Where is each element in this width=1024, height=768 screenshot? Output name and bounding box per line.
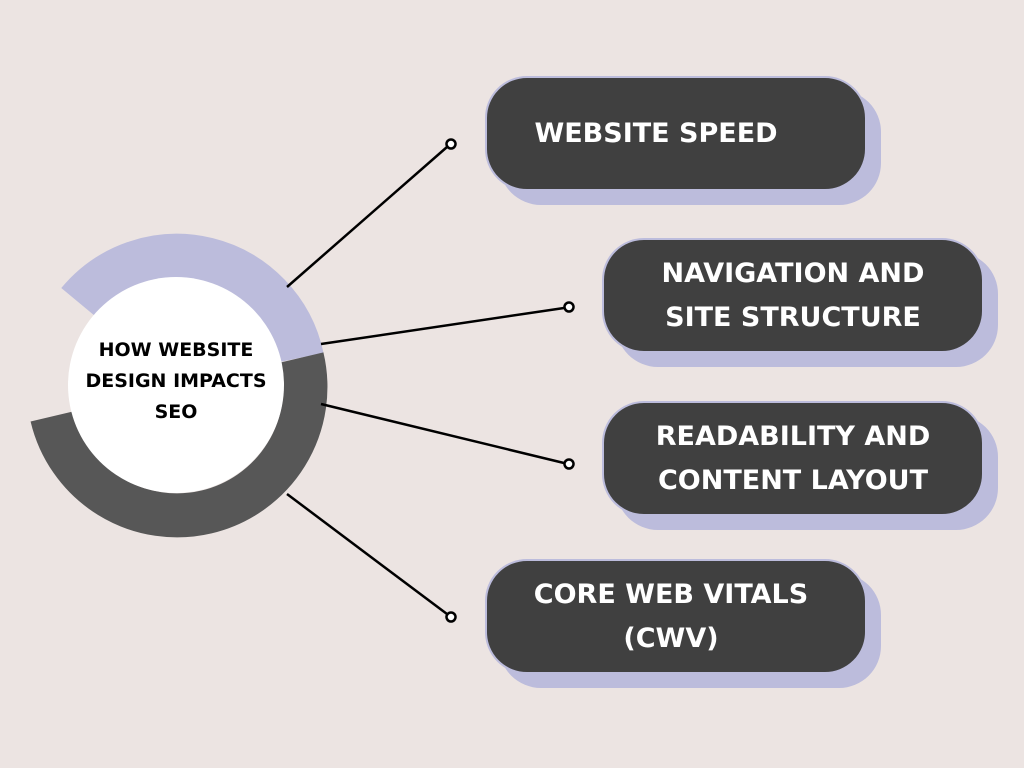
- connector-dot-2: [563, 301, 575, 313]
- item-card-navigation: NAVIGATION AND SITE STRUCTURE: [602, 238, 998, 367]
- center-circle: [68, 277, 284, 493]
- item-card-readability: READABILITY AND CONTENT LAYOUT: [602, 401, 998, 530]
- connector-dot-4: [445, 611, 457, 623]
- item-label: NAVIGATION AND SITE STRUCTURE: [602, 238, 984, 353]
- connector-dot-1: [445, 138, 457, 150]
- connector-dot-3: [563, 458, 575, 470]
- connector-line-2: [320, 306, 565, 346]
- item-label: READABILITY AND CONTENT LAYOUT: [602, 401, 984, 516]
- item-label: WEBSITE SPEED: [485, 76, 867, 191]
- ring-dark-arc: [30, 352, 328, 538]
- connector-line-3: [320, 402, 565, 465]
- connector-line-1: [286, 146, 448, 288]
- item-card-website-speed: WEBSITE SPEED: [485, 76, 881, 205]
- ring-purple-arc: [61, 233, 324, 363]
- item-card-core-web-vitals: CORE WEB VITALS (CWV): [485, 559, 881, 688]
- connector-line-4: [286, 493, 448, 615]
- item-label: CORE WEB VITALS (CWV): [485, 559, 867, 674]
- center-title: HOW WEBSITE DESIGN IMPACTS SEO: [85, 339, 267, 423]
